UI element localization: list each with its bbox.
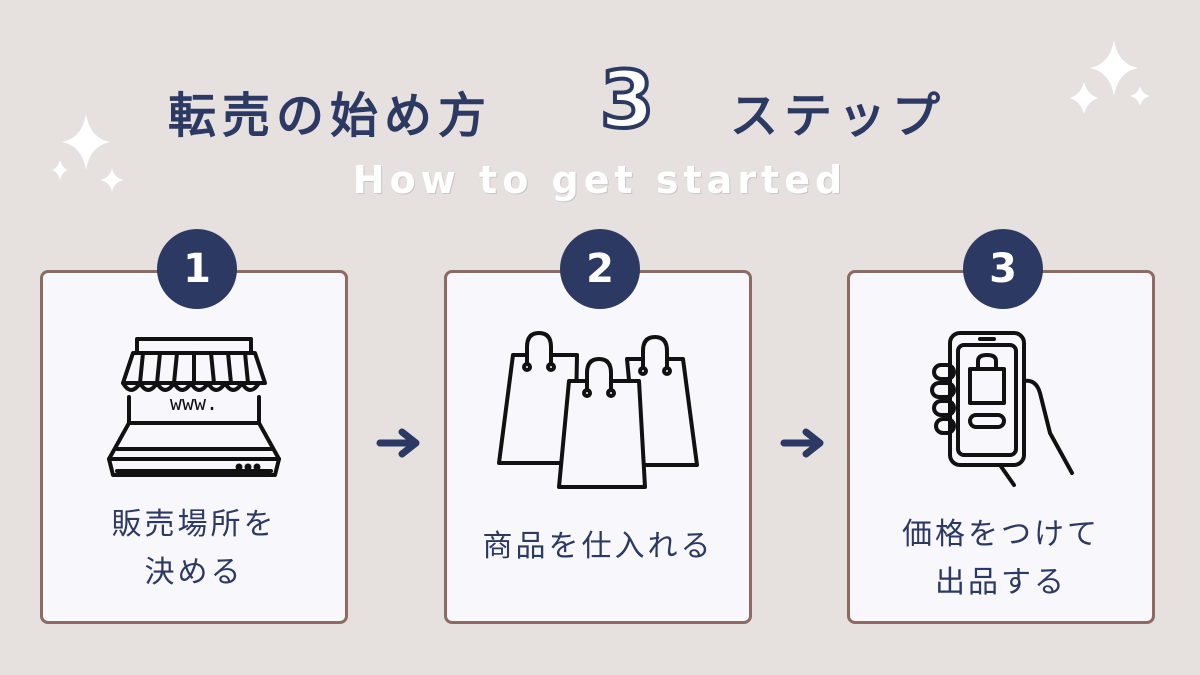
arrow-right-icon — [780, 428, 824, 458]
title-steps: ステップ — [730, 88, 947, 144]
title-main: 転売の始め方 — [168, 88, 493, 144]
shopping-bags-icon — [497, 331, 699, 489]
step-3-card: 価格をつけて 出品する — [847, 270, 1155, 624]
step-3-label-line1: 価格をつけて — [902, 517, 1100, 552]
sparkle-left-icon — [52, 114, 124, 192]
title: 転売の始め方 3 ステップ — [0, 56, 1200, 152]
smartphone-hand-icon — [930, 331, 1074, 487]
step-2-card: 商品を仕入れる — [444, 270, 752, 624]
arrow-right-icon — [376, 428, 420, 458]
subtitle: How to get started — [352, 158, 848, 202]
storefront-laptop-icon — [107, 337, 281, 477]
sparkle-right-icon — [1070, 40, 1150, 114]
laptop-screen-text: www. — [169, 391, 219, 415]
step-2-badge: 2 — [560, 229, 640, 309]
step-3-badge: 3 — [963, 229, 1043, 309]
step-1-card: www. 販売場所を 決める — [40, 270, 348, 624]
step-1-label-line2: 決める — [144, 555, 244, 590]
step-1-label-line1: 販売場所を — [111, 507, 277, 542]
step-1-badge: 1 — [157, 229, 237, 309]
title-number: 3 — [598, 56, 656, 146]
step-2-label: 商品を仕入れる — [482, 529, 714, 564]
step-3-label-line2: 出品する — [935, 565, 1067, 600]
